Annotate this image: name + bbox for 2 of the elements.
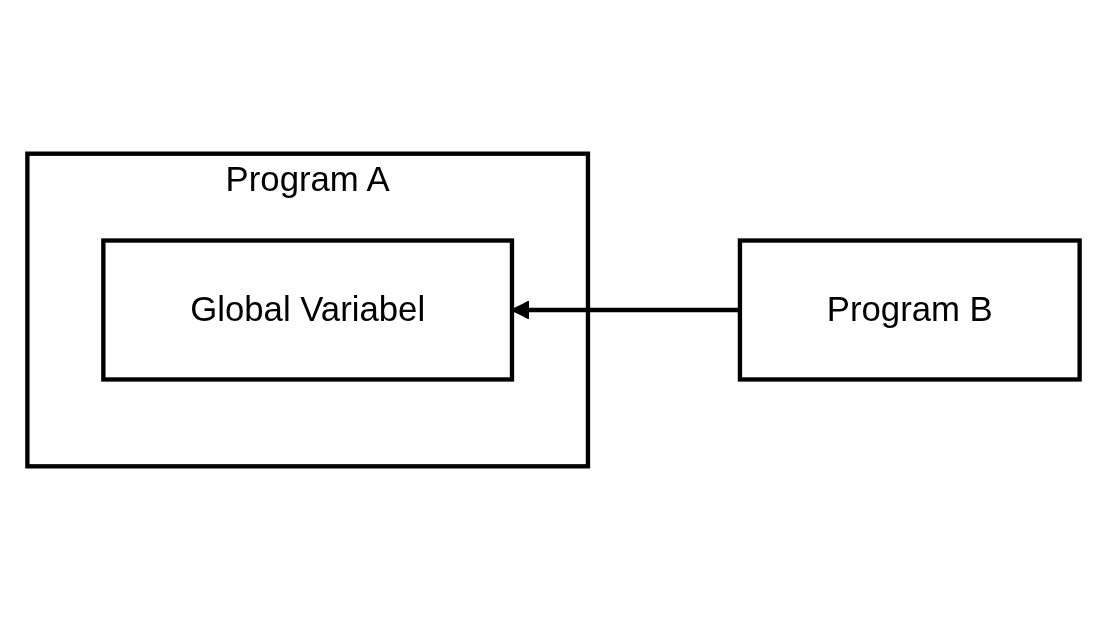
node-box: Global Variabel xyxy=(101,238,515,382)
node-box: Program B xyxy=(737,238,1082,382)
